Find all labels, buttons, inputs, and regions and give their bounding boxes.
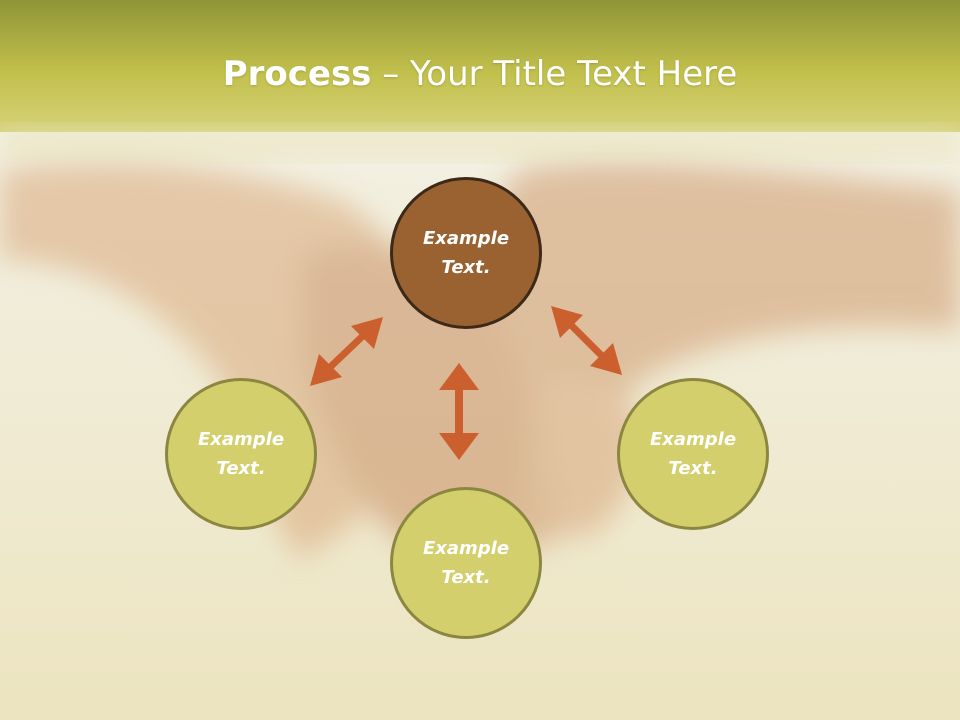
process-node-left[interactable]: Example Text.	[165, 378, 317, 530]
node-label: Example Text.	[422, 538, 510, 588]
slide-title: Process – Your Title Text Here	[0, 48, 960, 100]
process-node-center[interactable]: Example Text.	[390, 177, 542, 329]
node-label: Example Text.	[422, 228, 510, 278]
node-label: Example Text.	[649, 429, 737, 479]
process-node-right[interactable]: Example Text.	[617, 378, 769, 530]
title-keyword: Process	[222, 54, 372, 94]
node-label: Example Text.	[197, 429, 285, 479]
process-node-bottom[interactable]: Example Text.	[390, 487, 542, 639]
title-text: – Your Title Text Here	[371, 54, 738, 94]
